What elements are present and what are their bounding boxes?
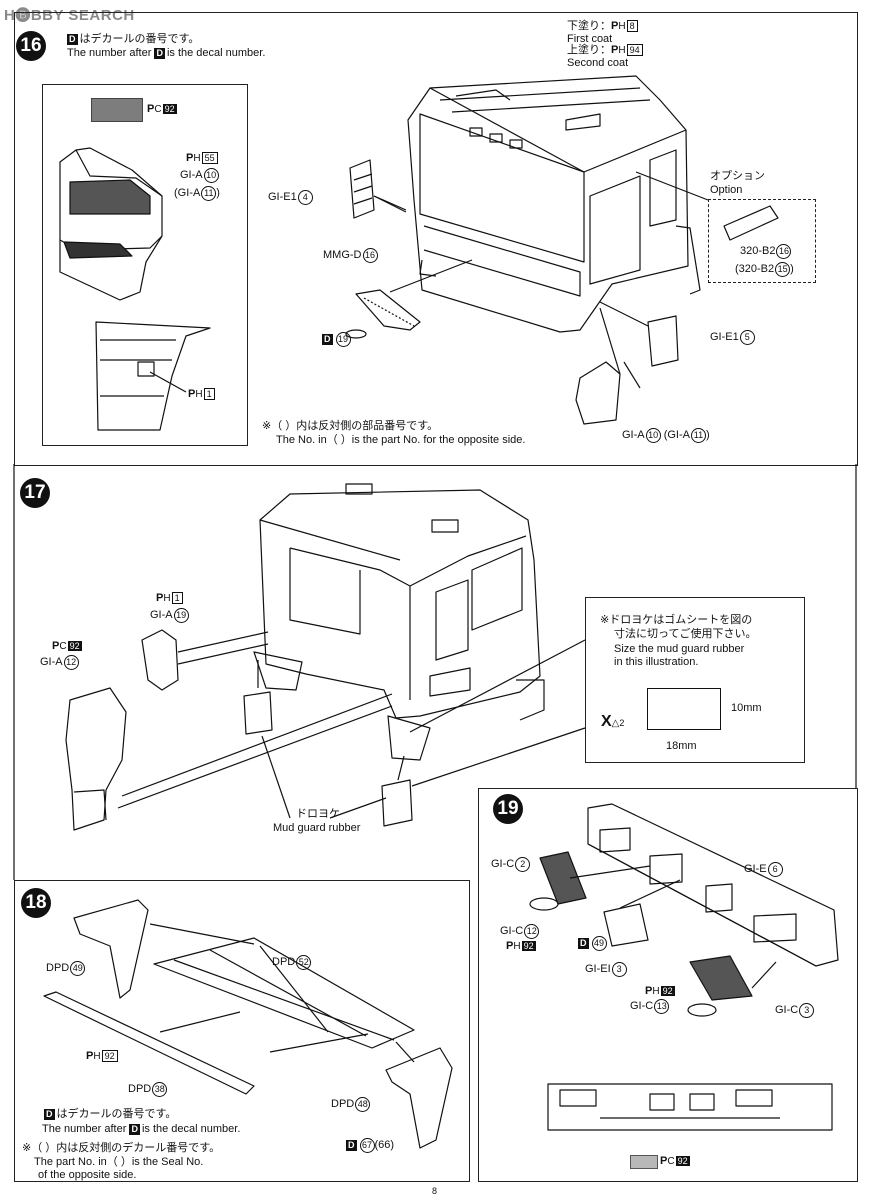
gia-12-part [65,687,393,831]
seal-note-jp: ※（ ）内は反対側のデカール番号です。 [22,1142,221,1154]
step-16-panel [14,12,858,466]
mud-note-en1: Size the mud guard rubber [614,643,745,655]
mud-guard-note-box [585,597,805,763]
opposite-note-en: The No. in（ ）is the part No. for the opp… [276,434,526,446]
x-scale-label: X△2 [601,713,625,730]
step-16-inset-box [42,84,248,446]
option-dashed-box [708,199,816,283]
mud-en-label: Mud guard rubber [273,822,361,834]
mud-note-jp1: ※ドロヨケはゴムシートを図の [600,614,753,626]
page-number: 8 [432,1186,438,1196]
step-18-number: 18 [21,888,51,918]
watermark-logo: H🅑BBY SEARCH [4,7,135,24]
mud-note-en2: in this illustration. [614,656,699,668]
dim-width: 18mm [666,740,697,752]
step-17-number: 17 [20,478,50,508]
mud-jp-label: ドロヨケ [296,808,340,820]
step-19-number: 19 [493,794,523,824]
step-19-panel [478,788,858,1182]
first-coat-label: First coat [567,33,613,45]
dim-height: 10mm [731,702,762,714]
step-16-number: 16 [16,31,46,61]
gia-19-part [141,629,269,691]
cab-17-drawing [253,483,545,761]
opposite-note-jp: ※（ ）内は反対側の部品番号です。 [262,420,439,432]
mud-guard-rectangle [647,688,721,730]
seal-note-en2: of the opposite side. [38,1169,137,1181]
pc92-19-swatch [630,1155,658,1169]
option-en-label: Option [710,184,743,196]
seal-note-en1: The part No. in（ ）is the Seal No. [34,1156,204,1168]
second-coat-label: Second coat [567,57,629,69]
step-18-panel [14,880,470,1182]
mud-note-jp2: 寸法に切ってご使用下さい。 [614,628,757,640]
pc-color-swatch [91,98,143,122]
option-jp-label: オプション [710,170,765,182]
